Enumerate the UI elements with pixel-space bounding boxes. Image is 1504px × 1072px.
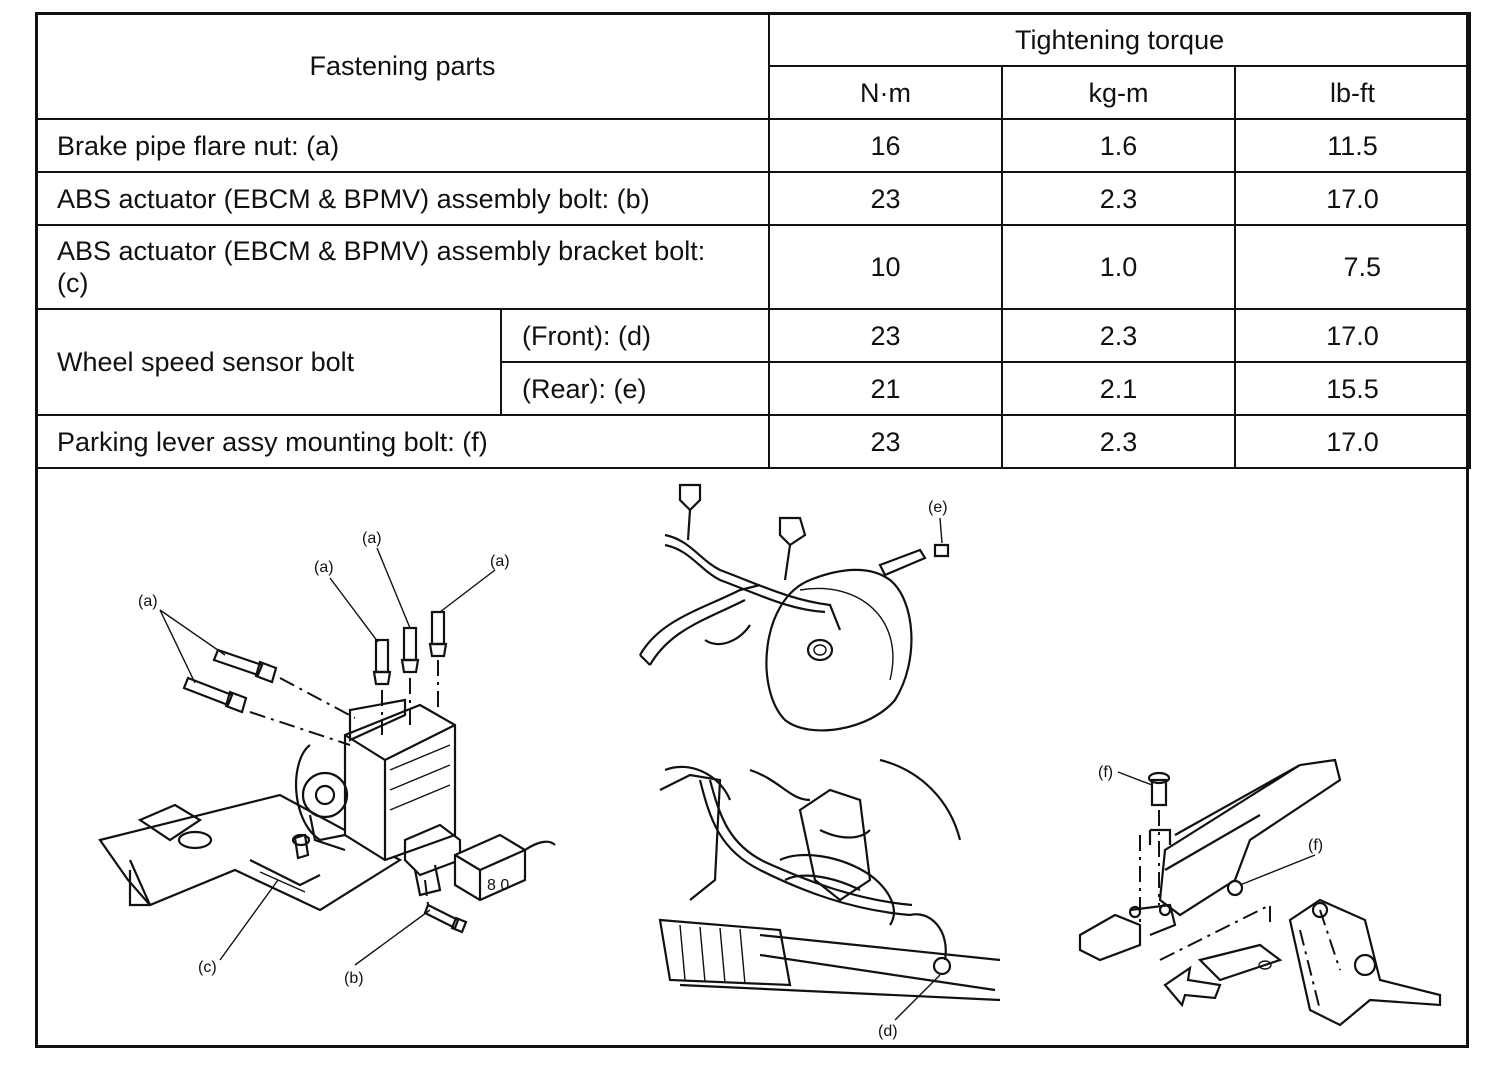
front-wheel-sensor-drawing: (d) bbox=[658, 758, 1001, 1040]
callout-f: (f) bbox=[1308, 837, 1323, 854]
connector-marking: 8 0 bbox=[487, 877, 509, 894]
callout-d: (d) bbox=[878, 1023, 898, 1040]
part-name: ABS actuator (EBCM & BPMV) assembly bolt… bbox=[34, 171, 771, 226]
value-lbft: 7.5 bbox=[1234, 224, 1472, 310]
callout-a: (a) bbox=[362, 530, 382, 547]
part-name: ABS actuator (EBCM & BPMV) assembly brac… bbox=[34, 224, 771, 310]
callout-a: (a) bbox=[314, 559, 334, 576]
callout-e: (e) bbox=[928, 499, 948, 516]
table-row: (Rear): (e) 21 2.1 15.5 bbox=[36, 361, 1472, 416]
value-lbft: 11.5 bbox=[1234, 118, 1472, 173]
value-lbft: 17.0 bbox=[1234, 414, 1472, 469]
value-kgm: 1.0 bbox=[1001, 224, 1237, 310]
value-kgm: 2.3 bbox=[1001, 171, 1237, 226]
unit-nm: N·m bbox=[768, 65, 1004, 120]
part-name: Brake pipe flare nut: (a) bbox=[34, 118, 771, 173]
value-kgm: 1.6 bbox=[1001, 118, 1237, 173]
abs-actuator-drawing: 8 0 (a) (a) (a) (a) (c) (b) bbox=[98, 530, 556, 987]
value-nm: 21 bbox=[768, 361, 1004, 416]
unit-kgm: kg-m bbox=[1001, 65, 1237, 120]
callout-c: (c) bbox=[198, 959, 217, 976]
table-row: Wheel speed sensor bolt (Front): (d) 23 … bbox=[35, 308, 1472, 416]
value-kgm: 2.3 bbox=[1001, 414, 1237, 469]
value-nm: 23 bbox=[768, 414, 1004, 469]
torque-table: Fastening parts Tightening torque N·m kg… bbox=[34, 12, 1472, 469]
callout-a: (a) bbox=[490, 553, 510, 570]
table-row: ABS actuator (EBCM & BPMV) assembly bolt… bbox=[34, 171, 1472, 226]
value-lbft: 17.0 bbox=[1234, 308, 1472, 363]
sub-part-rear: (Rear): (e) bbox=[499, 361, 771, 416]
callout-a: (a) bbox=[138, 593, 158, 610]
value-nm: 16 bbox=[768, 118, 1004, 173]
callout-f: (f) bbox=[1098, 764, 1113, 781]
part-name: Parking lever assy mounting bolt: (f) bbox=[34, 414, 771, 469]
value-kgm: 2.1 bbox=[1001, 361, 1237, 416]
value-nm: 23 bbox=[768, 171, 1004, 226]
unit-lbft: lb-ft bbox=[1234, 65, 1472, 120]
header-fastening-parts: Fastening parts bbox=[34, 12, 771, 120]
value-kgm: 2.3 bbox=[1001, 308, 1237, 363]
value-lbft: 15.5 bbox=[1234, 361, 1472, 416]
rear-wheel-sensor-drawing: (e) bbox=[639, 483, 950, 732]
table-row: ABS actuator (EBCM & BPMV) assembly brac… bbox=[34, 224, 1472, 310]
header-tightening-torque: Tightening torque bbox=[768, 12, 1472, 67]
value-nm: 10 bbox=[768, 224, 1004, 310]
part-name: Wheel speed sensor bolt bbox=[35, 308, 502, 416]
sub-part-front: (Front): (d) bbox=[499, 308, 771, 363]
parking-lever-drawing: (f) (f) bbox=[1078, 758, 1442, 1027]
value-nm: 23 bbox=[768, 308, 1004, 363]
parts-illustration: 8 0 (a) (a) (a) (a) (c) (b) (e) bbox=[98, 483, 1442, 1040]
value-lbft: 17.0 bbox=[1234, 171, 1472, 226]
table-row: Parking lever assy mounting bolt: (f) 23… bbox=[34, 414, 1472, 469]
callout-b: (b) bbox=[344, 970, 364, 987]
table-row: Brake pipe flare nut: (a) 16 1.6 11.5 bbox=[34, 118, 1472, 173]
